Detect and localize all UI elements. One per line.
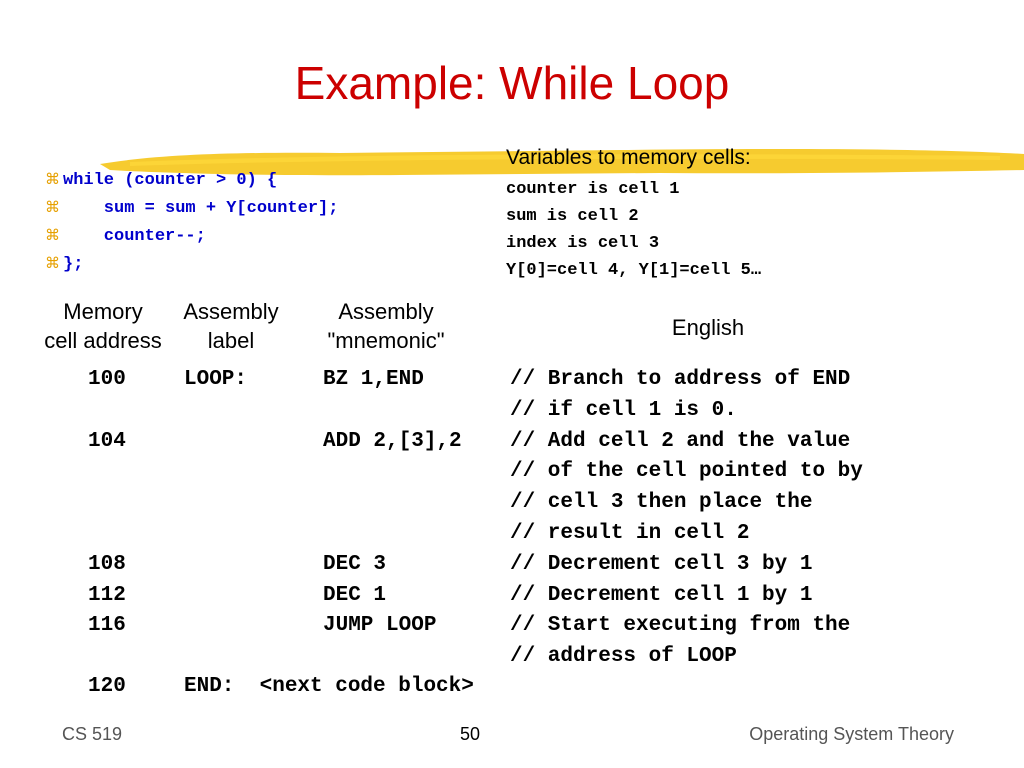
end-row-address: 120 <box>88 675 126 698</box>
highlighter-stroke <box>100 149 1024 176</box>
row-comment: // if cell 1 is 0. <box>510 398 737 422</box>
row-mnemonic: ADD 2,[3],2 <box>323 429 462 453</box>
row-mnemonic: DEC 3 <box>323 552 387 576</box>
command-key-bullet-icon: ⌘ <box>45 170 60 188</box>
variable-line: Y[0]=cell 4, Y[1]=cell 5… <box>506 261 762 280</box>
footer-page-number: 50 <box>460 724 481 744</box>
row-comment: // Start executing from the <box>510 614 851 638</box>
row-mnemonic: JUMP LOOP <box>323 614 437 638</box>
row-comment: // Decrement cell 3 by 1 <box>510 552 813 576</box>
column-header-mnemonic: Assembly "mnemonic" <box>327 299 445 353</box>
row-label: LOOP: <box>184 368 248 391</box>
end-row-text: END: <next code block> <box>184 675 474 698</box>
row-comment: // result in cell 2 <box>510 522 750 545</box>
row-address: 100 <box>88 368 126 391</box>
code-line-4: ⌘}; <box>45 249 83 279</box>
row-comment: // of the cell pointed to by <box>510 460 863 484</box>
code-line-1: ⌘while (counter > 0) { <box>45 165 277 195</box>
row-address: 104 <box>88 429 126 453</box>
code-line-3: ⌘ counter--; <box>45 221 206 251</box>
variables-heading: Variables to memory cells: <box>506 146 751 169</box>
row-address: 116 <box>88 614 126 638</box>
command-key-bullet-icon: ⌘ <box>45 198 60 216</box>
row-address: 112 <box>88 583 126 607</box>
column-header-address: Memory cell address <box>44 299 162 353</box>
slide-title: Example: While Loop <box>294 57 730 109</box>
row-comment: // cell 3 then place the <box>510 491 813 515</box>
variable-line: index is cell 3 <box>506 234 660 253</box>
row-comment: // address of LOOP <box>510 645 737 669</box>
command-key-bullet-icon: ⌘ <box>45 226 60 244</box>
row-comment: // Branch to address of END <box>510 368 851 391</box>
row-address: 108 <box>88 552 126 576</box>
command-key-bullet-icon: ⌘ <box>45 254 60 272</box>
row-mnemonic: DEC 1 <box>323 583 387 607</box>
row-mnemonic: BZ 1,END <box>323 368 424 391</box>
footer-course-title: Operating System Theory <box>749 724 954 744</box>
variable-line: sum is cell 2 <box>506 207 639 226</box>
row-comment: // Decrement cell 1 by 1 <box>510 583 813 607</box>
column-header-english: English <box>671 315 745 340</box>
code-line-2: ⌘ sum = sum + Y[counter]; <box>45 193 338 223</box>
row-comment: // Add cell 2 and the value <box>510 429 851 453</box>
variable-line: counter is cell 1 <box>506 180 680 199</box>
footer-course: CS 519 <box>62 724 123 744</box>
column-header-label: Assembly label <box>183 299 279 353</box>
